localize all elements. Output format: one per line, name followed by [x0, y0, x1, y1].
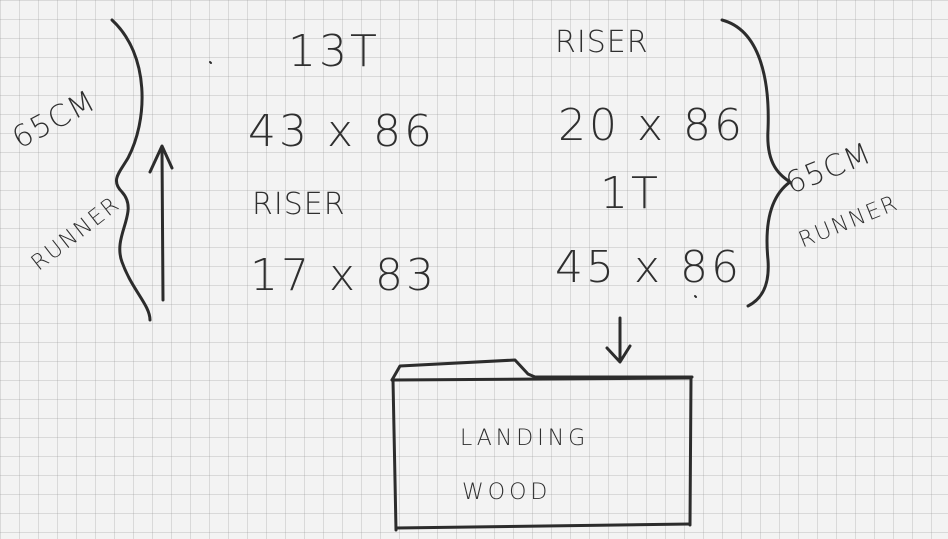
- right-tread-label: 1T: [600, 168, 661, 219]
- pencil-dot: [694, 295, 697, 298]
- left-brace: [110, 18, 152, 322]
- folder-left: [391, 378, 398, 532]
- right-brace: [720, 18, 792, 308]
- folder-bottom: [394, 522, 692, 530]
- left-tread-dims: 43 x 86: [248, 106, 435, 157]
- up-arrow-shaft: [160, 148, 165, 302]
- folder-text-line1: LANDING: [460, 426, 590, 451]
- left-tread-label: 13T: [288, 26, 380, 77]
- left-riser-label: RISER: [252, 187, 346, 222]
- folder-outline: [390, 358, 694, 382]
- right-tread-dims: 45 x 86: [555, 242, 742, 293]
- folder-top: [390, 376, 692, 382]
- folder-text-line2: WOOD: [462, 480, 552, 505]
- down-arrow-head: [605, 344, 632, 364]
- folder-right: [688, 376, 693, 527]
- left-riser-dims: 17 x 83: [250, 250, 437, 301]
- pencil-dot: [209, 61, 212, 64]
- right-riser-dims: 20 x 86: [558, 100, 745, 151]
- right-riser-label: RISER: [555, 25, 649, 60]
- up-arrow-head: [148, 144, 174, 174]
